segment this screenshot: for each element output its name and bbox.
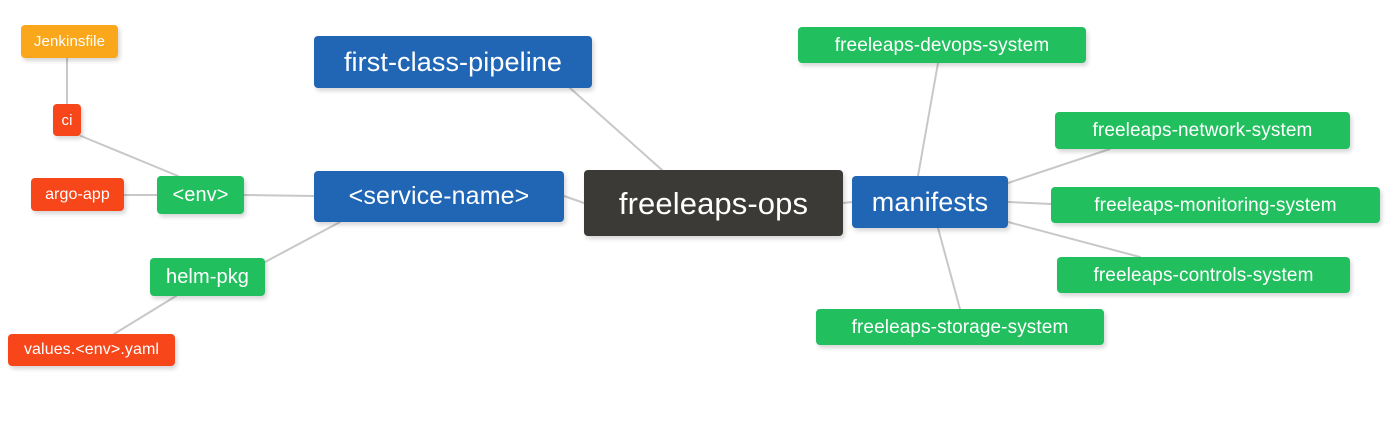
edge-helm-pkg-to-values-env-yaml — [113, 295, 177, 335]
edge-manifests-to-freeleaps-monitoring-system — [1007, 201, 1052, 205]
node-first-class-pipeline[interactable]: first-class-pipeline — [314, 36, 592, 88]
node-ci[interactable]: ci — [53, 104, 81, 136]
node-env[interactable]: <env> — [157, 176, 244, 214]
edge-manifests-to-freeleaps-devops-system — [917, 62, 939, 177]
edge-manifests-to-freeleaps-controls-system — [1007, 221, 1141, 258]
edge-freeleaps-ops-to-first-class-pipeline — [569, 87, 663, 171]
node-freeleaps-storage-system[interactable]: freeleaps-storage-system — [816, 309, 1104, 345]
node-label-manifests: manifests — [871, 186, 989, 217]
node-manifests[interactable]: manifests — [852, 176, 1008, 228]
node-freeleaps-ops[interactable]: freeleaps-ops — [584, 170, 843, 236]
node-label-freeleaps-ops: freeleaps-ops — [618, 185, 809, 221]
edge-service-name-to-env — [243, 194, 315, 197]
node-label-freeleaps-monitoring-system: freeleaps-monitoring-system — [1094, 194, 1337, 216]
node-label-jenkinsfile: Jenkinsfile — [33, 33, 106, 50]
node-freeleaps-monitoring-system[interactable]: freeleaps-monitoring-system — [1051, 187, 1380, 223]
node-label-values-env-yaml: values.<env>.yaml — [23, 341, 160, 358]
node-jenkinsfile[interactable]: Jenkinsfile — [21, 25, 118, 58]
node-label-freeleaps-controls-system: freeleaps-controls-system — [1093, 264, 1314, 286]
node-label-ci: ci — [61, 111, 73, 129]
node-label-env: <env> — [172, 184, 229, 206]
edge-env-to-ci — [80, 135, 179, 177]
node-freeleaps-controls-system[interactable]: freeleaps-controls-system — [1057, 257, 1350, 293]
node-helm-pkg[interactable]: helm-pkg — [150, 258, 265, 296]
node-label-service-name: <service-name> — [348, 182, 530, 210]
node-label-helm-pkg: helm-pkg — [165, 266, 250, 288]
edge-freeleaps-ops-to-service-name — [563, 195, 585, 204]
edge-manifests-to-freeleaps-storage-system — [937, 227, 961, 310]
edge-freeleaps-ops-to-manifests — [842, 201, 853, 204]
node-freeleaps-network-system[interactable]: freeleaps-network-system — [1055, 112, 1350, 149]
node-label-freeleaps-storage-system: freeleaps-storage-system — [851, 316, 1069, 338]
node-label-freeleaps-network-system: freeleaps-network-system — [1092, 120, 1313, 141]
node-values-env-yaml[interactable]: values.<env>.yaml — [8, 334, 175, 366]
node-freeleaps-devops-system[interactable]: freeleaps-devops-system — [798, 27, 1086, 63]
edge-manifests-to-freeleaps-network-system — [1007, 148, 1111, 184]
node-label-argo-app: argo-app — [45, 185, 110, 203]
node-label-freeleaps-devops-system: freeleaps-devops-system — [834, 34, 1050, 56]
node-label-first-class-pipeline: first-class-pipeline — [343, 46, 563, 77]
edge-service-name-to-helm-pkg — [264, 221, 341, 263]
node-argo-app[interactable]: argo-app — [31, 178, 124, 211]
node-service-name[interactable]: <service-name> — [314, 171, 564, 222]
